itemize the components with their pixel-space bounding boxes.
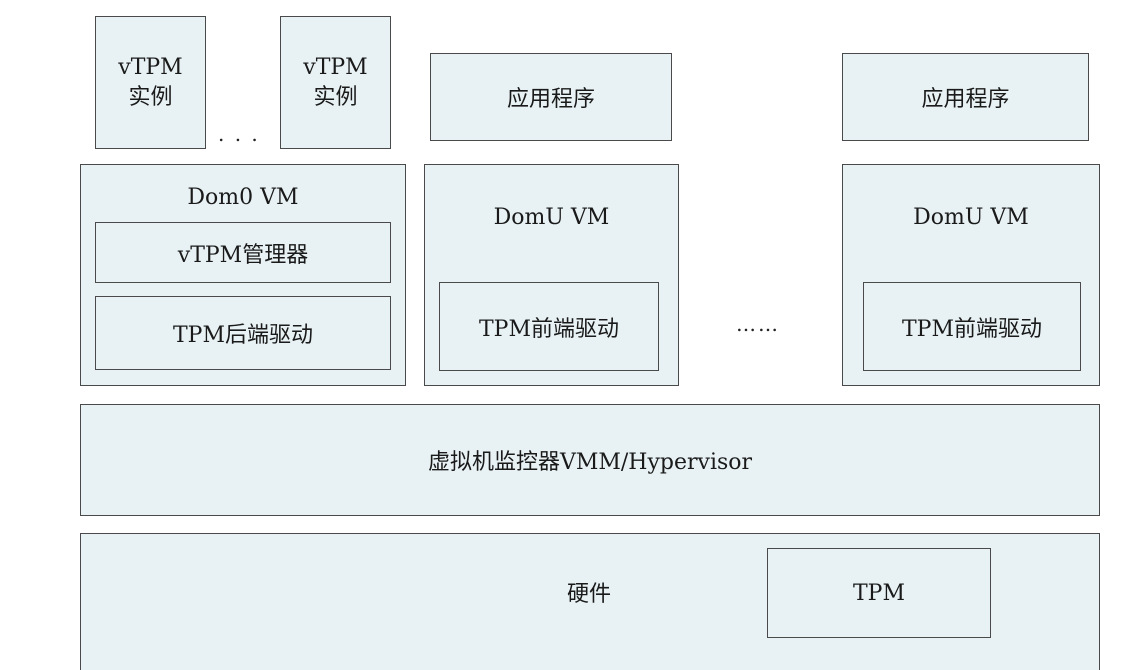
application-label-2: 应用程序 [921, 87, 1010, 112]
application-box-2: 应用程序 [842, 53, 1089, 141]
dom0-vm-title: Dom0 VM [187, 185, 299, 210]
domu-vm-2: DomU VM TPM前端驱动 [842, 164, 1100, 386]
vtpm-instance-2-line2: 实例 [313, 84, 358, 110]
tpm-backend-driver-label: TPM后端驱动 [172, 323, 313, 348]
vtpm-instance-1-line2: 实例 [128, 84, 173, 110]
tpm-backend-driver: TPM后端驱动 [95, 296, 391, 370]
application-box-1: 应用程序 [430, 53, 672, 141]
hypervisor-label: 虚拟机监控器VMM/Hypervisor [427, 450, 753, 475]
vtpm-instance-2: vTPM 实例 [280, 16, 391, 149]
tpm-frontend-driver-1: TPM前端驱动 [439, 282, 659, 371]
vtpm-instance-1-line1: vTPM [118, 54, 183, 80]
hardware-layer: 硬件 TPM [80, 533, 1100, 670]
tpm-chip-label: TPM [852, 580, 905, 606]
vtpm-instance-2-line1: vTPM [303, 54, 368, 80]
tpm-chip: TPM [767, 548, 991, 638]
domu-vm-1-title: DomU VM [493, 205, 610, 230]
hardware-label: 硬件 [567, 582, 612, 607]
tpm-frontend-driver-1-label: TPM前端驱动 [478, 316, 619, 342]
dom0-vm: Dom0 VM vTPM管理器 TPM后端驱动 [80, 164, 406, 386]
tpm-frontend-driver-2-label: TPM前端驱动 [901, 316, 1042, 342]
vtpm-manager-label: vTPM管理器 [177, 242, 309, 268]
tpm-frontend-driver-2: TPM前端驱动 [863, 282, 1081, 371]
vtpm-instance-1: vTPM 实例 [95, 16, 206, 149]
domu-vm-1: DomU VM TPM前端驱动 [424, 164, 679, 386]
vtpm-manager: vTPM管理器 [95, 222, 391, 283]
application-label-1: 应用程序 [506, 87, 595, 112]
domu-vm-2-title: DomU VM [913, 205, 1029, 230]
vtpm-instances-ellipsis: . . . [218, 122, 260, 146]
hypervisor-layer: 虚拟机监控器VMM/Hypervisor [80, 404, 1100, 516]
domu-ellipsis: …… [736, 312, 780, 336]
